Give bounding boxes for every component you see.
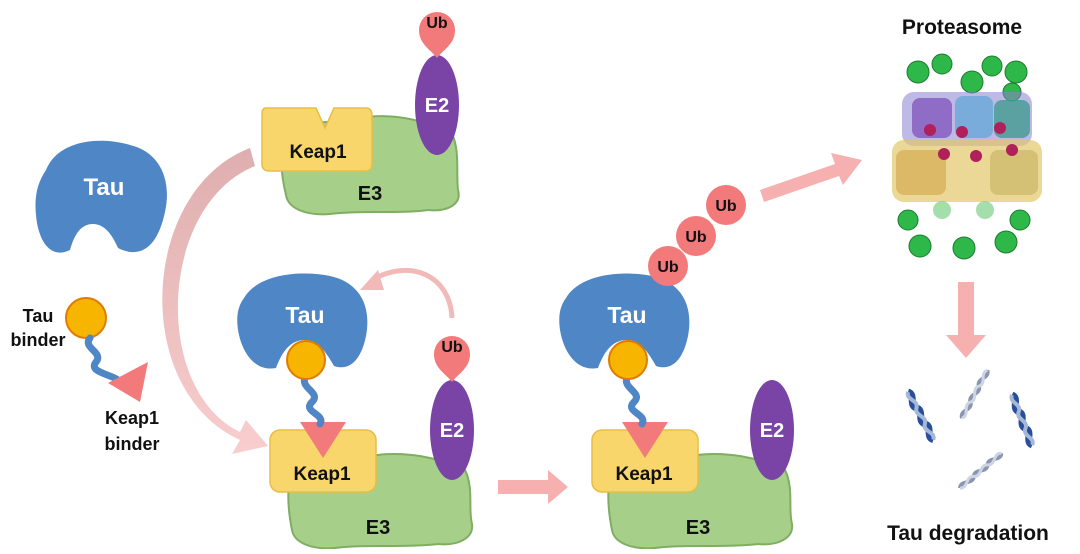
ub-chain-2-label: Ub: [685, 229, 707, 246]
tau-binder-mid: [286, 340, 326, 380]
e2-label-top: E2: [425, 95, 449, 117]
tau-binder-ball: [65, 297, 107, 339]
tau-binder-label-2: binder: [10, 330, 65, 350]
e3-label-right: E3: [686, 517, 710, 539]
keap1-binder-mid: [300, 422, 346, 458]
e2-label-mid: E2: [440, 420, 464, 442]
top-complex: E3 Keap1 E2 Ub: [261, 12, 460, 216]
ub-top: [419, 12, 455, 58]
arrow-to-proteasome: [760, 153, 862, 202]
ub-chain-2: [676, 216, 716, 256]
ub-chain-3-label: Ub: [715, 198, 737, 215]
ub-chain-1-label: Ub: [657, 259, 679, 276]
ternary-complex: E3 Keap1 Tau E2 Ub: [237, 273, 474, 550]
ub-chain-3: [706, 185, 746, 225]
free-tau: Tau: [35, 140, 167, 253]
curved-arrow-ub-transfer: [370, 268, 455, 319]
keap1-label-top: Keap1: [289, 142, 346, 163]
curved-arrow-assembly: [162, 148, 268, 454]
ub-chain-1: [648, 246, 688, 286]
e2-mid: [430, 380, 474, 480]
e3-label-mid: E3: [366, 517, 390, 539]
keap1-top: [261, 107, 373, 172]
ub-label-mid: Ub: [441, 339, 463, 356]
linker-mid: [300, 372, 325, 428]
keap1-binder-label-1: Keap1: [105, 408, 159, 428]
proteasome-title: Proteasome: [902, 16, 1022, 39]
tau-label-free: Tau: [84, 174, 125, 201]
keap1-binder-label-2: binder: [104, 434, 159, 454]
tau-label-right: Tau: [607, 302, 646, 328]
free-protac: Tau binder Keap1 binder: [10, 297, 160, 454]
ubiquitinated-complex: E3 Keap1 Tau E2 Ub Ub Ub: [559, 185, 794, 550]
e3-label-top: E3: [358, 183, 382, 205]
tau-binder-right: [608, 340, 648, 380]
keap1-binder-right: [622, 422, 668, 458]
proteasome: Proteasome: [892, 16, 1042, 260]
curved-arrow-ub-transfer-head: [360, 270, 384, 290]
tau-binder-label-1: Tau: [23, 306, 54, 326]
tau-degradation-label: Tau degradation: [887, 522, 1049, 545]
e2-right: [750, 380, 794, 480]
e2-top: [415, 55, 459, 155]
tau-protein-free: [35, 140, 167, 253]
linker-free: [84, 334, 122, 384]
tau-label-mid: Tau: [285, 302, 324, 328]
linker-right: [622, 372, 647, 428]
arrow-to-degradation: [946, 282, 986, 358]
ub-label-top: Ub: [426, 15, 448, 32]
arrow-complex-to-ubiquitinated: [498, 470, 568, 504]
tau-protein-right: [559, 273, 690, 369]
degraded-tau-fragments: Tau degradation: [887, 370, 1049, 545]
e2-label-right: E2: [760, 420, 784, 442]
tau-protein-mid: [237, 273, 368, 369]
keap1-label-mid: Keap1: [293, 464, 350, 485]
ub-mid: [434, 336, 470, 382]
keap1-label-right: Keap1: [615, 464, 672, 485]
keap1-binder-triangle: [108, 362, 148, 402]
